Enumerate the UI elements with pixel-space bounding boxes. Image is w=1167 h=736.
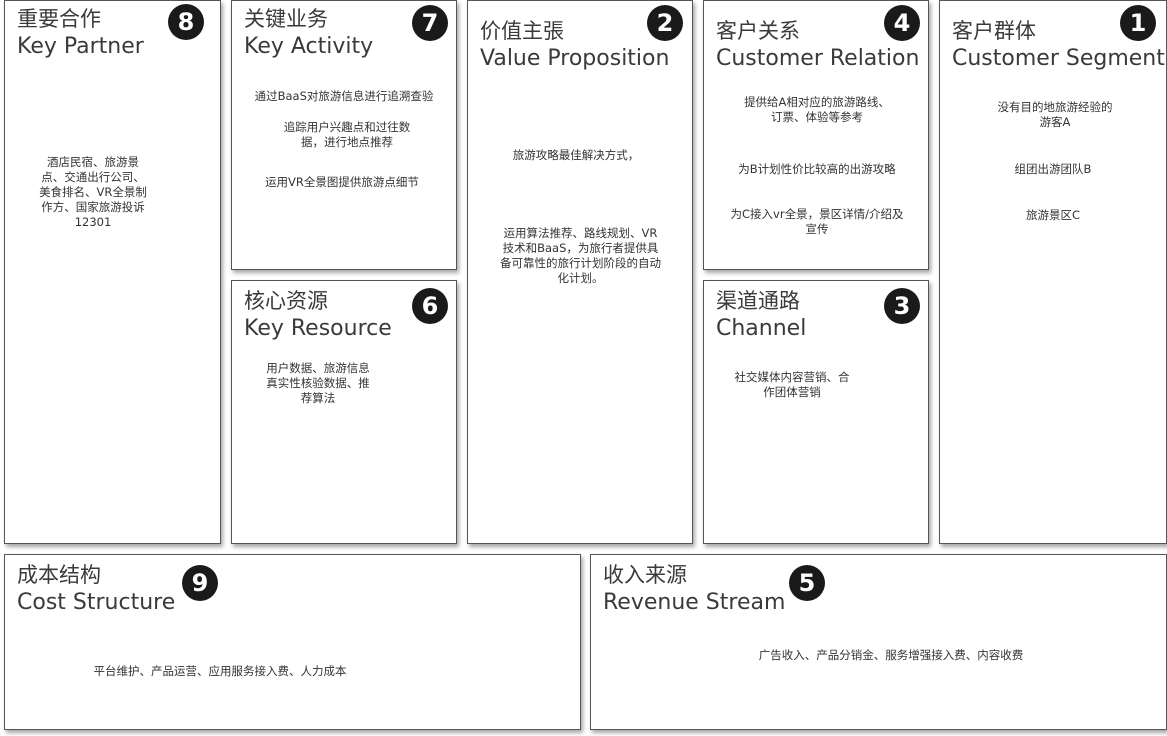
block-content: 为B计划性价比较高的出游攻略 (738, 162, 896, 176)
block-title: 关键业务 Key Activity (244, 5, 373, 61)
block-title-zh: 关键业务 (244, 7, 328, 31)
block-title-zh: 价值主張 (480, 19, 564, 43)
block-title-en: Key Activity (244, 34, 374, 59)
block-content: 没有目的地旅游经验的游客A (997, 100, 1113, 129)
block-content: 为C接入vr全景，景区详情/介绍及宣传 (730, 207, 904, 236)
customer-segment-block: 客户群体 Customer Segment 1 没有目的地旅游经验的游客A 组团… (939, 0, 1167, 544)
block-number-badge: 7 (412, 5, 448, 41)
block-title: 客户群体 Customer Segment (952, 17, 1165, 73)
block-title: 价值主張 Value Proposition (480, 17, 669, 73)
block-title-en: Revenue Stream (603, 590, 786, 615)
block-content: 广告收入、产品分销金、服务增强接入费、内容收费 (758, 648, 1024, 662)
block-content: 运用算法推荐、路线规划、VR技术和BaaS，为旅行者提供具备可靠性的旅行计划阶段… (500, 226, 661, 285)
block-content: 社交媒体内容营销、合作团体营销 (734, 370, 850, 399)
block-title-en: Key Resource (244, 316, 392, 341)
channel-block: 渠道通路 Channel 3 社交媒体内容营销、合作团体营销 (703, 280, 929, 544)
block-number-badge: 9 (182, 565, 218, 601)
key-activity-block: 关键业务 Key Activity 7 通过BaaS对旅游信息进行追溯查验 追踪… (231, 0, 457, 270)
block-content: 通过BaaS对旅游信息进行追溯查验 (254, 89, 434, 103)
block-content: 平台维护、产品运营、应用服务接入费、人力成本 (93, 664, 347, 678)
block-title-zh: 客户群体 (952, 19, 1036, 43)
customer-relation-block: 客户关系 Customer Relation 4 提供给A相对应的旅游路线、订票… (703, 0, 929, 270)
block-title-en: Cost Structure (17, 590, 176, 615)
block-title: 客户关系 Customer Relation (716, 17, 919, 73)
block-title: 成本结构 Cost Structure (17, 561, 175, 617)
block-content: 旅游攻略最佳解决方式， (512, 148, 640, 162)
block-number-badge: 5 (789, 565, 825, 601)
block-title-zh: 成本结构 (17, 563, 101, 587)
block-title-zh: 核心资源 (244, 289, 328, 313)
cost-structure-block: 成本结构 Cost Structure 9 平台维护、产品运营、应用服务接入费、… (4, 554, 581, 730)
block-content: 提供给A相对应的旅游路线、订票、体验等参考 (744, 95, 890, 124)
key-partner-block: 重要合作 Key Partner 8 酒店民宿、旅游景点、交通出行公司、美食排名… (4, 0, 221, 544)
block-title-zh: 渠道通路 (716, 289, 800, 313)
value-proposition-block: 价值主張 Value Proposition 2 旅游攻略最佳解决方式， 运用算… (467, 0, 693, 544)
block-content: 用户数据、旅游信息真实性核验数据、推荐算法 (266, 361, 370, 405)
block-title-zh: 收入来源 (603, 563, 687, 587)
block-title: 收入来源 Revenue Stream (603, 561, 785, 617)
block-number-badge: 4 (884, 5, 920, 41)
block-title: 重要合作 Key Partner (17, 5, 144, 61)
block-title-en: Customer Relation (716, 46, 920, 71)
block-content: 酒店民宿、旅游景点、交通出行公司、美食排名、VR全景制作方、国家旅游投诉1230… (39, 155, 147, 229)
block-title: 渠道通路 Channel (716, 287, 806, 343)
block-content: 旅游景区C (1025, 208, 1081, 222)
block-title-zh: 客户关系 (716, 19, 800, 43)
block-number-badge: 1 (1120, 5, 1156, 41)
block-title-en: Key Partner (17, 34, 144, 59)
block-number-badge: 6 (412, 288, 448, 324)
block-number-badge: 2 (647, 5, 683, 41)
block-title-zh: 重要合作 (17, 7, 101, 31)
block-title-en: Value Proposition (480, 46, 670, 71)
key-resource-block: 核心资源 Key Resource 6 用户数据、旅游信息真实性核验数据、推荐算… (231, 280, 457, 544)
block-content: 追踪用户兴趣点和过往数据，进行地点推荐 (283, 120, 411, 149)
block-content: 运用VR全景图提供旅游点细节 (265, 175, 419, 189)
block-title: 核心资源 Key Resource (244, 287, 392, 343)
block-number-badge: 3 (884, 288, 920, 324)
block-content: 组团出游团队B (1014, 162, 1092, 176)
block-title-en: Channel (716, 316, 807, 341)
revenue-stream-block: 收入来源 Revenue Stream 5 广告收入、产品分销金、服务增强接入费… (590, 554, 1167, 730)
block-number-badge: 8 (168, 4, 204, 40)
block-title-en: Customer Segment (952, 46, 1165, 71)
